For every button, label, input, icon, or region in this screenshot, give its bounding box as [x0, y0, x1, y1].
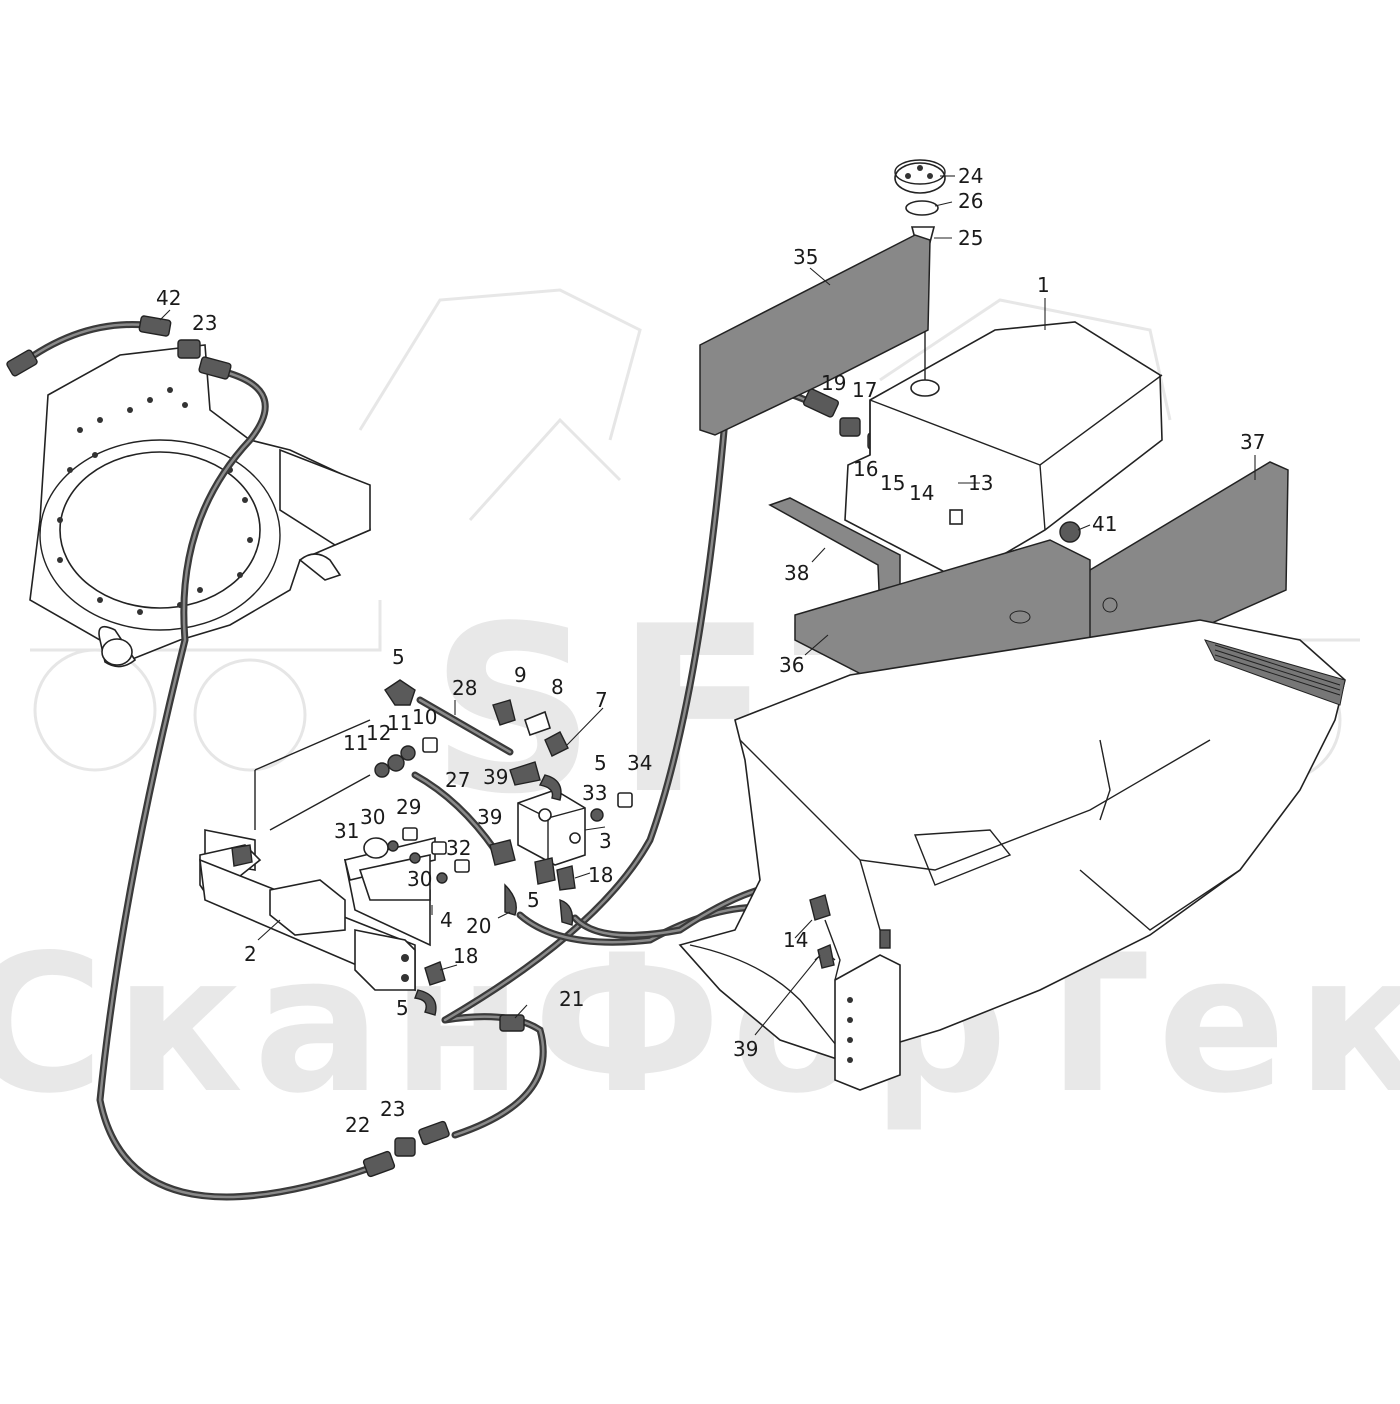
- callout-11: 11: [387, 711, 412, 735]
- valve-manifold: [814, 919, 901, 1091]
- callout-38: 38: [784, 561, 809, 585]
- callout-18: 18: [588, 863, 613, 887]
- callout-5: 5: [392, 645, 405, 669]
- callout-33: 33: [582, 781, 607, 805]
- callout-27: 27: [445, 768, 470, 792]
- callout-30: 30: [360, 805, 385, 829]
- callout-2: 2: [244, 942, 257, 966]
- callout-19: 19: [821, 371, 846, 395]
- callout-17: 17: [852, 378, 877, 402]
- hydraulic-hoses: [16, 321, 849, 1201]
- callout-22: 22: [345, 1113, 370, 1137]
- slewing-ring-frame: [29, 344, 371, 668]
- callout-41: 41: [1092, 512, 1117, 536]
- callout-29: 29: [396, 795, 421, 819]
- callout-35: 35: [793, 245, 818, 269]
- callout-24: 24: [958, 164, 983, 188]
- callout-26: 26: [958, 189, 983, 213]
- callout-42: 42: [156, 286, 181, 310]
- callout-30: 30: [407, 867, 432, 891]
- callout-13: 13: [968, 471, 993, 495]
- callout-23: 23: [192, 311, 217, 335]
- callout-20: 20: [466, 914, 491, 938]
- callout-37: 37: [1240, 430, 1265, 454]
- callout-31: 31: [334, 819, 359, 843]
- callout-39: 39: [733, 1037, 758, 1061]
- callout-21: 21: [559, 987, 584, 1011]
- callout-5: 5: [594, 751, 607, 775]
- callout-labels: 24 26 25 35 1 42 23 19 17 37 16 15 14 13…: [156, 164, 1265, 1137]
- callout-14: 14: [783, 928, 808, 952]
- callout-16: 16: [853, 457, 878, 481]
- callout-15: 15: [880, 471, 905, 495]
- callout-10: 10: [412, 705, 437, 729]
- callout-1: 1: [1037, 273, 1050, 297]
- leader-lines: [159, 175, 1256, 1036]
- callout-9: 9: [514, 663, 527, 687]
- callout-11: 11: [343, 731, 368, 755]
- callout-14: 14: [909, 481, 934, 505]
- callout-7: 7: [595, 688, 608, 712]
- callout-23: 23: [380, 1097, 405, 1121]
- callout-8: 8: [551, 675, 564, 699]
- callout-39: 39: [477, 805, 502, 829]
- callout-36: 36: [779, 653, 804, 677]
- callout-5: 5: [527, 888, 540, 912]
- callout-34: 34: [627, 751, 652, 775]
- callout-5: 5: [396, 996, 409, 1020]
- callout-39: 39: [483, 765, 508, 789]
- hydraulic-tank: [844, 245, 1163, 581]
- callout-18: 18: [453, 944, 478, 968]
- filler-cap: [894, 159, 946, 251]
- callout-32: 32: [446, 836, 471, 860]
- callout-28: 28: [452, 676, 477, 700]
- chassis-frame: [678, 619, 1346, 1061]
- small-hardware: [344, 679, 835, 1016]
- callout-25: 25: [958, 226, 983, 250]
- callout-3: 3: [599, 829, 612, 853]
- callout-12: 12: [366, 721, 391, 745]
- callout-4: 4: [440, 908, 453, 932]
